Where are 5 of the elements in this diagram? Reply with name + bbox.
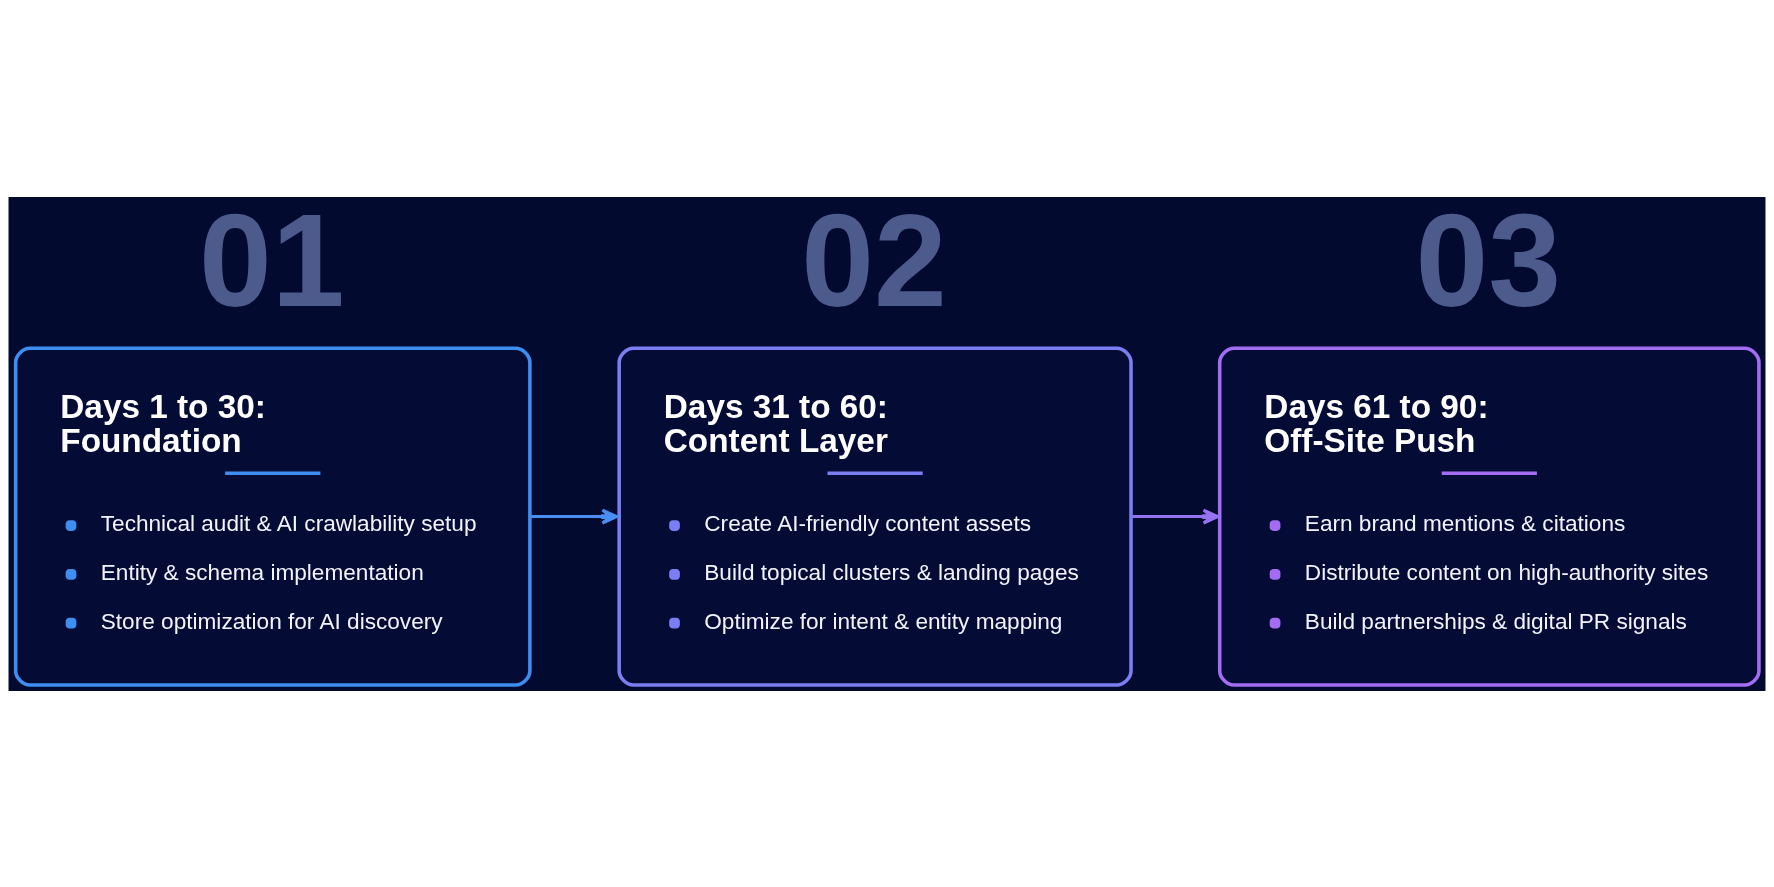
node-label: 03: [1415, 186, 1562, 334]
node-label: 02: [801, 186, 947, 334]
arrow: [531, 508, 619, 525]
node-label: 01: [198, 186, 345, 334]
arrow: [1132, 508, 1220, 525]
